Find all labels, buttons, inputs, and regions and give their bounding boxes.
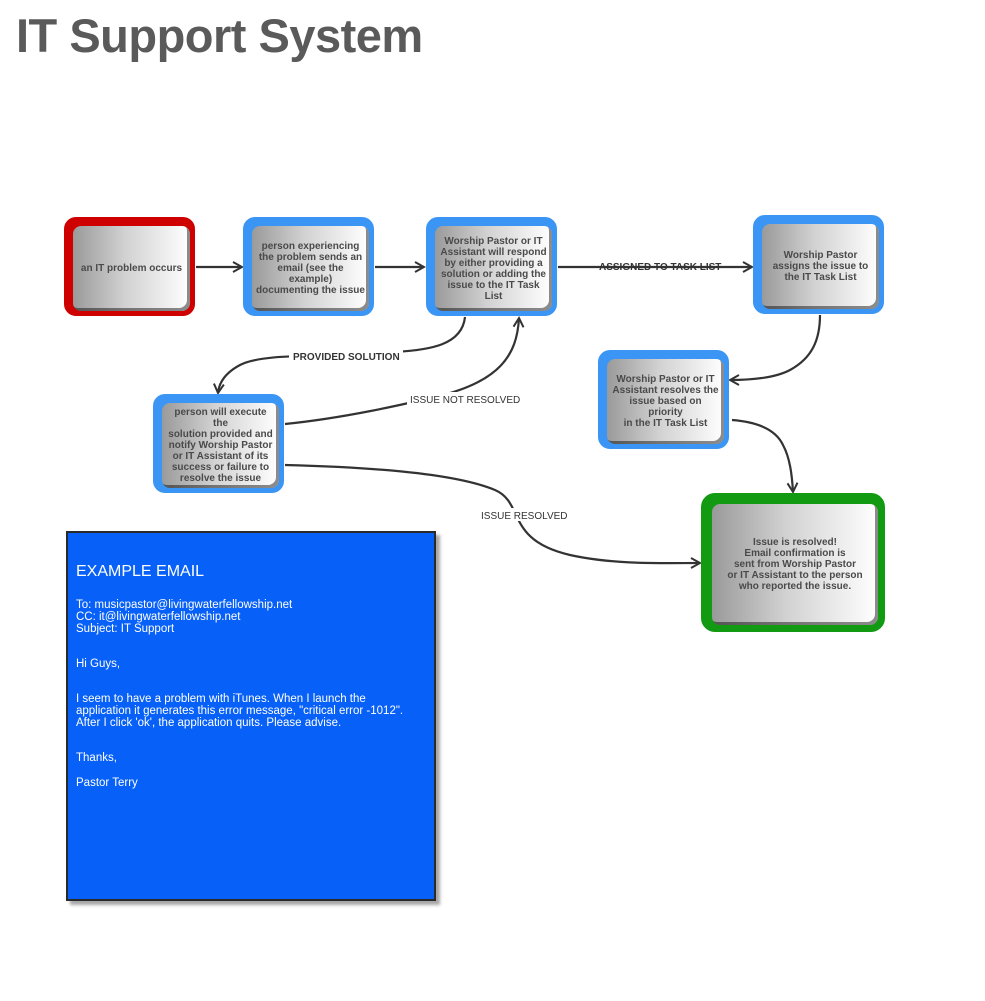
node-resolve: Worship Pastor or IT Assistant resolves … (598, 350, 729, 449)
node-assign-label: Worship Pastor assigns the issue to the … (772, 250, 869, 283)
node-execute-label: person will execute the solution provide… (168, 407, 273, 484)
edge-label-not-resolved: ISSUE NOT RESOLVED (410, 395, 520, 406)
email-cc: CC: it@livingwaterfellowship.net (76, 611, 241, 623)
email-header-block: To: musicpastor@livingwaterfellowship.ne… (76, 599, 426, 635)
email-signature: Pastor Terry (76, 777, 138, 789)
email-body-block: I seem to have a problem with iTunes. Wh… (76, 693, 426, 729)
email-body-line: I seem to have a problem with iTunes. Wh… (76, 693, 366, 705)
example-email-panel: EXAMPLE EMAIL To: musicpastor@livingwate… (66, 531, 436, 901)
node-problem: an IT problem occurs (64, 217, 195, 316)
edge-execute-to-respond (284, 318, 519, 426)
node-respond-label: Worship Pastor or IT Assistant will resp… (440, 235, 547, 302)
node-respond: Worship Pastor or IT Assistant will resp… (426, 217, 557, 316)
edge-assign-to-resolve (730, 314, 822, 380)
email-heading: EXAMPLE EMAIL (76, 563, 205, 580)
node-assign: Worship Pastor assigns the issue to the … (753, 215, 884, 314)
page-title: IT Support System (16, 9, 423, 62)
edge-label-resolved: ISSUE RESOLVED (481, 511, 568, 522)
node-problem-label: an IT problem occurs (80, 263, 183, 274)
edge-label-assigned: ASSIGNED TO TASK LIST (599, 262, 721, 273)
email-greeting-block: Hi Guys, (76, 658, 426, 670)
email-greeting: Hi Guys, (76, 658, 121, 670)
node-resolved: Issue is resolved! Email confirmation is… (701, 493, 885, 632)
node-resolve-label: Worship Pastor or IT Assistant resolves … (612, 374, 719, 429)
node-send-email: person experiencing the problem sends an… (243, 217, 374, 316)
edge-label-provided: PROVIDED SOLUTION (293, 352, 400, 363)
email-subject: Subject: IT Support (76, 623, 175, 635)
email-to: To: musicpastor@livingwaterfellowship.ne… (76, 599, 293, 611)
node-send-email-label: person experiencing the problem sends an… (256, 241, 365, 296)
email-closing-block: Thanks, (76, 752, 426, 764)
email-body-line: application it generates this error mess… (76, 705, 404, 717)
node-execute: person will execute the solution provide… (153, 394, 284, 493)
email-body-line: After I click 'ok', the application quit… (76, 717, 342, 729)
edge-resolve-to-resolved (731, 418, 793, 492)
node-resolved-label: Issue is resolved! Email confirmation is… (727, 537, 863, 592)
email-closing: Thanks, (76, 752, 117, 764)
